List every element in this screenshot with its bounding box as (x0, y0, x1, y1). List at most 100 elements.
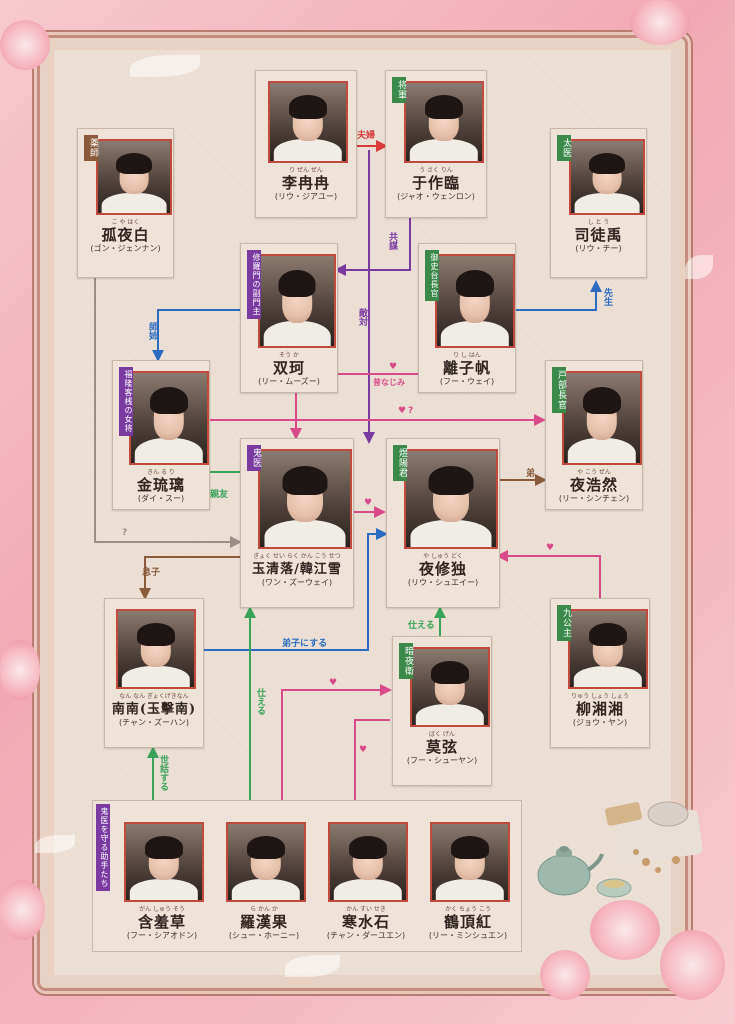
character-name: 含羞草 (137, 913, 186, 931)
character-portrait (410, 647, 490, 727)
character-role-tag: 薬師 (84, 135, 98, 161)
actor-name: (リー・ムーズー) (258, 377, 320, 386)
character-portrait (562, 371, 642, 465)
petal-decoration (130, 55, 200, 77)
character-card-ye-xiudu: 煜陽君や しゅう どく夜修独(リウ・シュエイー) (386, 438, 500, 608)
character-card-jin-liuli: 福隆客桟の女将きん る り金琉璃(ダイ・スー) (112, 360, 210, 510)
character-role-tag: 鬼医 (247, 445, 261, 471)
character-portrait (226, 822, 306, 902)
character-name: 双珂 (272, 359, 305, 377)
character-name-reading: や こう ぜん (577, 469, 611, 476)
blossom-decoration (630, 0, 690, 45)
character-name-reading: りゅう しょう しょう (571, 693, 629, 700)
character-role-tag: 戸部長官 (552, 367, 566, 413)
actor-name: (チャン・ズーハン) (118, 718, 189, 727)
relation-label-shinyuu: 親友 (210, 490, 229, 500)
relation-label-mukashinajimi: 昔なじみ (373, 378, 405, 387)
character-role-tag: 太医 (557, 135, 571, 161)
actor-name: (ジョウ・ヤン) (572, 718, 628, 727)
character-name: 玉清落/韓江雪 (252, 562, 342, 577)
relation-label-musuko: 息子 (142, 568, 161, 578)
character-card-liu-xiangxiang: 九公主りゅう しょう しょう柳湘湘(ジョウ・ヤン) (550, 598, 650, 748)
heart-icon: ♥ (359, 745, 368, 755)
character-role-tag: 九公主 (557, 605, 571, 641)
character-name: 羅漢果 (239, 913, 288, 931)
character-name-reading: り ぜん ぜん (289, 167, 323, 174)
character-role-tag: 福隆客桟の女将 (119, 367, 133, 436)
character-name: 南南(玉擊南) (111, 702, 197, 717)
character-name-reading: ら かん か (250, 906, 278, 913)
blossom-decoration (660, 930, 725, 1000)
character-card-yu-qingluo: 鬼医ぎょく せい らく かん こう せつ玉清落/韓江雪(ワン・ズーウェイ) (240, 438, 354, 608)
character-role-tag: 修羅門の副門主 (247, 250, 261, 319)
character-name-reading: こ や はく (111, 219, 140, 226)
character-card-shuang-ke: 修羅門の副門主そう か双珂(リー・ムーズー) (240, 243, 338, 393)
character-name: 司徒禹 (574, 226, 623, 244)
actor-name: (リー・ミンシュエン) (428, 931, 508, 940)
character-card-li-zifan: 御史台長官り し はん離子帆(フー・ウェイ) (418, 243, 516, 393)
character-portrait (569, 139, 645, 215)
character-name-reading: なん なん ぎょくげきなん (119, 693, 189, 700)
character-portrait (96, 139, 172, 215)
character-card-yu-zuolin: 将軍う さく りん于作臨(ジャオ・ウェンロン) (385, 70, 487, 218)
character-name-reading: そう か (279, 352, 299, 359)
character-name: 柳湘湘 (575, 700, 624, 718)
relation-label-fuufu: 夫婦 (357, 131, 376, 141)
character-name-reading: し と う (587, 219, 610, 226)
character-portrait (435, 254, 515, 348)
character-name-reading: かく ちょう こう (445, 906, 491, 913)
relation-label-sewa: 世話する (158, 755, 168, 791)
relation-label-otouto: 弟 (526, 469, 536, 479)
blossom-decoration (590, 900, 660, 960)
blossom-decoration (0, 880, 45, 940)
relation-label-shimai: 師姉 (147, 322, 157, 340)
character-name-reading: う さく りん (419, 167, 453, 174)
character-name: 于作臨 (411, 174, 460, 192)
actor-name: (リウ・ジアユー) (274, 192, 338, 201)
character-name: 離子帆 (442, 359, 491, 377)
heart-icon: ♥ (389, 362, 398, 372)
character-role-tag: 煜陽君 (393, 445, 407, 481)
relation-label-sensei: 先生 (602, 288, 612, 306)
actor-name: (フー・シアオドン) (126, 931, 198, 940)
character-portrait (268, 81, 348, 163)
character-portrait (404, 449, 498, 549)
character-name-reading: り し はん (453, 352, 481, 359)
petal-decoration (35, 835, 75, 853)
relation-label-tsukaeru: 仕える (255, 688, 265, 715)
character-name-reading: きん る り (147, 469, 175, 476)
character-portrait (404, 81, 484, 163)
heart-icon: ♥ (329, 678, 338, 688)
group-label: 鬼医を守る助手たち (96, 804, 110, 891)
character-name-reading: かん すい せき (346, 906, 386, 913)
relation-label-kyoubou: 共謀 (387, 232, 397, 250)
character-portrait (116, 609, 196, 689)
character-role-tag: 御史台長官 (425, 250, 439, 301)
character-role-tag: 将軍 (392, 77, 406, 103)
character-portrait (129, 371, 209, 465)
character-card-luo-hanguo: ら かん か羅漢果(シュー・ホーニー) (216, 812, 312, 950)
blossom-decoration (540, 950, 590, 1000)
character-portrait (430, 822, 510, 902)
character-name: 鶴頂紅 (443, 913, 492, 931)
actor-name: (ワン・ズーウェイ) (261, 578, 333, 587)
character-portrait (328, 822, 408, 902)
relation-label-love-question: ? (408, 406, 414, 416)
character-card-nan-nan: なん なん ぎょくげきなん南南(玉擊南)(チャン・ズーハン) (104, 598, 204, 748)
character-name: 夜修独 (418, 560, 467, 578)
character-card-situ-yu: 太医し と う司徒禹(リウ・チー) (550, 128, 647, 278)
character-card-li-ranran: り ぜん ぜん李冉冉(リウ・ジアユー) (255, 70, 357, 218)
relation-label-tekitai: 敵対 (357, 308, 367, 326)
actor-name: (リウ・シュエイー) (407, 578, 479, 587)
character-name-reading: や しゅう どく (423, 553, 463, 560)
character-name-reading: がん しゅう そう (139, 906, 185, 913)
actor-name: (ジャオ・ウェンロン) (397, 192, 475, 201)
character-card-han-xiucao: がん しゅう そう含羞草(フー・シアオドン) (114, 812, 210, 950)
tea-set-illustration (537, 801, 703, 898)
blossom-decoration (0, 20, 50, 70)
actor-name: (リウ・チー) (575, 244, 622, 253)
character-name: 夜浩然 (569, 476, 618, 494)
actor-name: (ダイ・スー) (137, 494, 185, 503)
character-name: 孤夜白 (101, 226, 150, 244)
